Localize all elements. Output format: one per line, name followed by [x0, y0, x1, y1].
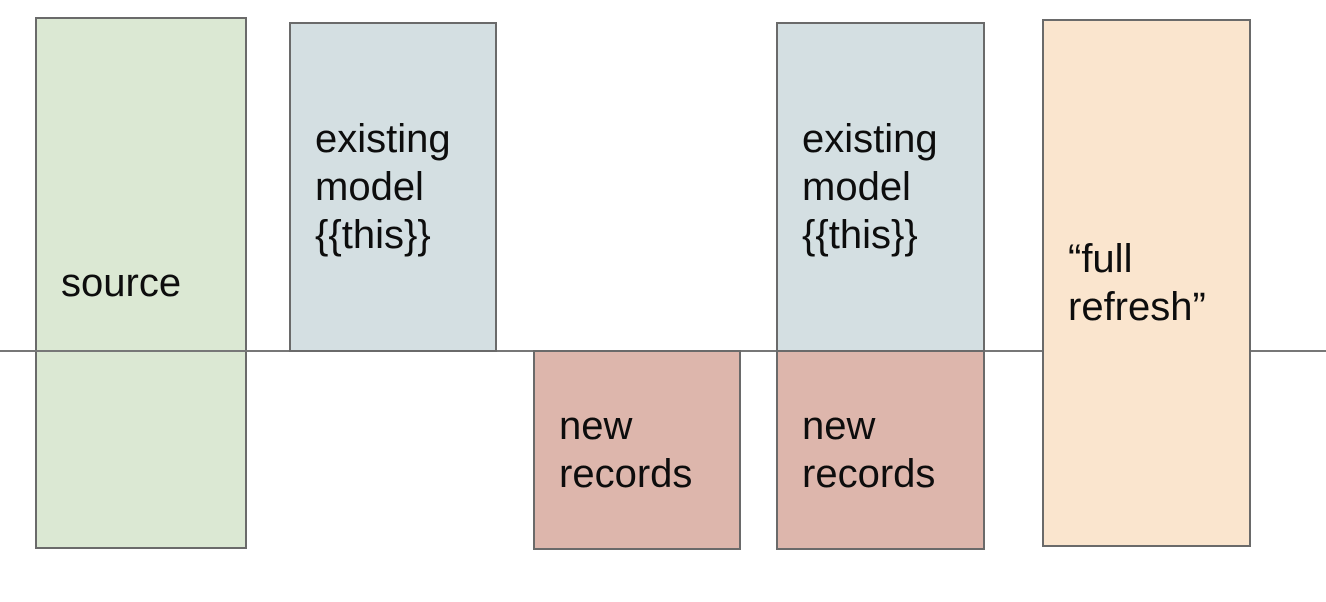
- full-refresh-box: “full refresh”: [1042, 19, 1251, 547]
- full-refresh-box-label: “full refresh”: [1068, 237, 1206, 329]
- existing-model-box-left: existing model {{this}}: [289, 22, 497, 352]
- source-box-label: source: [61, 261, 182, 305]
- new-records-box-right: new records: [776, 350, 985, 550]
- new-records-box-right-label: new records: [802, 404, 936, 496]
- existing-model-box-right: existing model {{this}}: [776, 22, 985, 352]
- source-box: source: [35, 17, 247, 549]
- new-records-box-left: new records: [533, 350, 741, 550]
- new-records-box-left-label: new records: [559, 404, 693, 496]
- existing-model-box-right-label: existing model {{this}}: [802, 117, 938, 257]
- existing-model-box-left-label: existing model {{this}}: [315, 117, 451, 257]
